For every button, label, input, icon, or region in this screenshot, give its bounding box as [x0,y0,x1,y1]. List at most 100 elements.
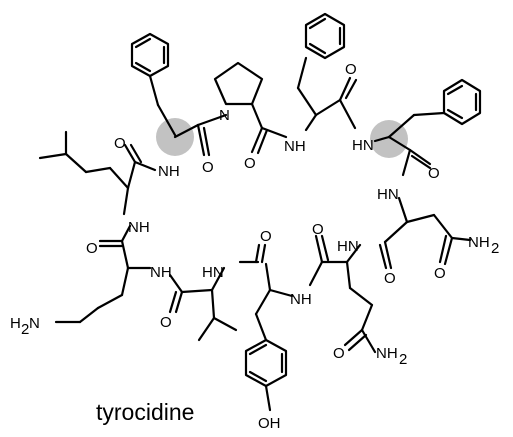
bond [348,286,374,307]
bond [304,113,318,132]
bond [64,152,88,174]
proline-ring [213,61,264,106]
atom-o11: O [160,314,172,331]
atom-h2n: H [10,315,21,332]
bond [397,196,409,224]
atom-n-pro: N [219,107,230,124]
bond [168,290,178,314]
atom-nh-a: NH [158,163,180,180]
bond [373,135,391,143]
bond [320,234,330,262]
bond [314,234,324,264]
molecule-caption: tyrocidine [96,399,194,425]
phenyl-ring-right [442,78,482,126]
bond [432,213,454,240]
bond [133,160,157,172]
bond [383,240,393,270]
bond [343,328,364,347]
atom-nh2-a: NH [468,234,490,251]
atom-o7: O [434,265,446,282]
bond [254,243,261,264]
atom-o9: O [312,221,324,238]
bond [296,56,308,90]
bond [120,266,130,297]
bond [120,224,132,243]
atom-h2n-n: N [29,315,40,332]
bond [173,123,200,139]
atom-o1: O [114,135,126,152]
bond [260,243,267,264]
bond [405,213,436,224]
bond [344,78,358,100]
bond [401,148,412,177]
bond [148,74,160,107]
bond [84,166,112,174]
bond [129,143,143,164]
atom-hn-c: HN [352,137,374,154]
bond [202,126,211,157]
bond [254,312,268,342]
atom-o2: O [86,240,98,257]
bond [210,266,226,292]
phenol-ring [244,338,288,388]
phenyl-ring-top [304,12,346,60]
bond [450,236,472,242]
atom-nh-top: NH [284,138,306,155]
bond [123,143,137,164]
bond [197,316,216,342]
bond [438,234,448,264]
atom-o5: O [345,61,357,78]
bond [250,126,264,154]
bond [314,98,342,117]
bond [412,111,446,117]
atom-h2n-sub: 2 [21,321,29,338]
bond [410,154,432,170]
bond [120,239,130,270]
bond [196,123,206,157]
bond [122,186,130,216]
bond [443,236,454,266]
bond [268,288,294,298]
atom-nh2-a-sub: 2 [491,240,499,257]
bond [78,306,100,324]
bond [38,152,68,160]
bond [256,128,269,155]
bond [196,113,228,127]
bond [168,273,184,294]
bond [296,86,318,117]
bond [338,76,352,102]
atom-o6: O [428,165,440,182]
bond [212,316,238,332]
atom-o12: O [333,345,345,362]
bond [387,135,412,152]
bond [174,290,184,314]
atom-nh-b: NH [128,219,150,236]
bond [360,328,377,354]
bond [260,126,288,139]
atom-o8: O [384,270,396,287]
bond [264,262,272,292]
atom-o4: O [244,155,256,172]
atom-hn-d: HN [377,186,399,203]
bond [387,113,416,139]
atom-nh2-b: NH [376,345,398,362]
bond [338,98,357,130]
bond [210,288,216,320]
atom-nh2-b-sub: 2 [399,351,407,368]
bond [254,288,272,316]
bond [264,384,272,412]
atom-nh-i: NH [150,264,172,281]
bond [108,166,130,190]
phenyl-ring-left [130,32,170,78]
bond [308,260,324,287]
bond [180,288,214,294]
bond [345,243,362,264]
bond [96,293,124,310]
bond [378,243,388,270]
bond [345,260,352,290]
atom-hn-h: HN [202,264,224,281]
bond [383,220,409,244]
bond [126,160,137,190]
atom-o3: O [202,159,214,176]
